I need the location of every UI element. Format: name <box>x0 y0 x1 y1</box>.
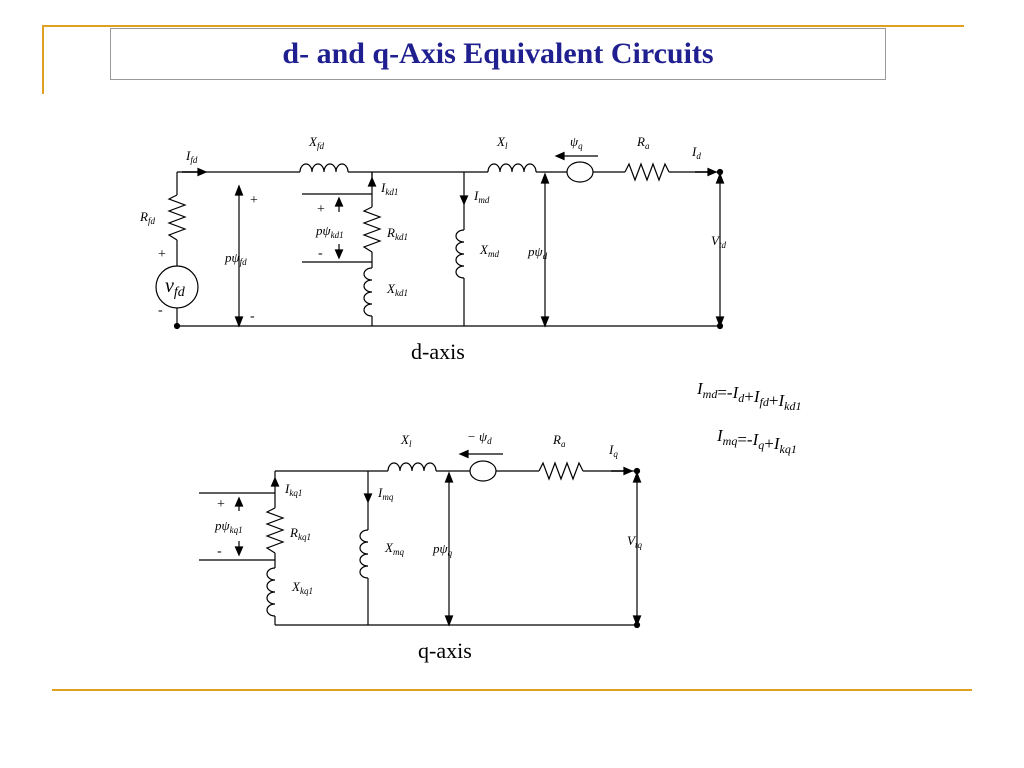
d-xl-inductor <box>487 163 537 173</box>
d-axis-caption: d-axis <box>411 339 465 364</box>
d-label-ifd: Ifd <box>185 148 198 165</box>
q-ppsikq1-arrow-head-up <box>234 496 244 507</box>
q-label-ppsikq1: pψkq1 <box>214 518 243 535</box>
d-axis-labels: Ifd Xfd Xl ψq Ra Id Rfd + - vfd + - pψfd… <box>139 134 726 364</box>
q-iq-arrow-head <box>623 466 634 476</box>
q-sign-minus-ppsikq1: - <box>217 544 222 559</box>
d-sign-minus-ppsikd1: - <box>318 246 323 261</box>
q-axis-labels: Xl − ψd Ra Iq Ikq1 + - pψkq1 Rkq1 Xkq1 I… <box>214 429 642 663</box>
q-label-ikq1: Ikq1 <box>284 481 302 498</box>
d-xkd1-inductor <box>363 267 373 317</box>
d-label-ppsifd: pψfd <box>224 250 247 267</box>
d-xmd-inductor <box>455 229 465 279</box>
q-label-xkq1: Xkq1 <box>291 579 313 596</box>
d-sign-minus-vfd: - <box>158 303 163 318</box>
d-id-arrow-head <box>707 167 718 177</box>
d-vtd-arrow-head-down <box>715 316 725 328</box>
d-ppsifd-arrow-head-down <box>234 316 244 328</box>
q-imq-arrow-head <box>363 493 373 504</box>
q-label-xl: Xl <box>400 432 412 449</box>
q-rkq1-resistor <box>265 507 285 554</box>
q-ra-resistor <box>538 461 584 481</box>
q-vtq-arrow-head-down <box>632 615 642 627</box>
d-psi-q-source <box>566 161 594 183</box>
q-axis-caption: q-axis <box>418 638 472 663</box>
d-rkd1-resistor <box>362 206 382 253</box>
d-ppsikd1-arrow-head-down <box>334 249 344 260</box>
d-imd-arrow-head <box>459 195 469 206</box>
q-ppsiq-arrow-head-up <box>444 471 454 483</box>
top-accent-rule <box>42 25 964 27</box>
d-label-rfd: Rfd <box>139 209 155 226</box>
d-axis-circuit <box>155 151 725 330</box>
d-psiq-arrow-head <box>554 151 565 161</box>
q-neg-psi-d-source <box>469 460 497 482</box>
d-sign-minus-ppsifd: - <box>250 309 255 324</box>
d-rfd-resistor <box>167 194 187 241</box>
q-xl-inductor <box>387 462 437 472</box>
d-label-imd: Imd <box>473 188 490 205</box>
q-label-xmq: Xmq <box>384 540 404 557</box>
d-label-ppsikd1: pψkd1 <box>315 223 344 240</box>
d-ikd1-arrow-head <box>367 176 377 187</box>
d-sign-plus-ppsifd: + <box>250 193 258 208</box>
left-accent-bar <box>42 26 44 94</box>
d-ppsid-arrow-head-up <box>540 172 550 184</box>
q-axis-circuit <box>199 449 642 629</box>
equation-imd: Imd=-Id+Ifd+Ikd1 <box>696 379 801 413</box>
d-label-vfd: vfd <box>165 275 186 300</box>
page-title: d- and q-Axis Equivalent Circuits <box>282 37 714 70</box>
d-label-rkd1: Rkd1 <box>386 225 408 242</box>
q-label-neg-psid: − ψd <box>467 429 492 446</box>
d-sign-plus-ppsikd1: + <box>317 202 325 217</box>
q-label-ppsiq: pψq <box>432 541 453 558</box>
q-label-rkq1: Rkq1 <box>289 525 311 542</box>
d-xfd-inductor <box>299 163 349 173</box>
d-label-psiq: ψq <box>570 134 583 151</box>
d-label-id: Id <box>691 144 701 161</box>
q-label-vtq: Vtq <box>627 533 642 550</box>
d-ifd-arrow-head <box>197 167 208 177</box>
d-label-xkd1: Xkd1 <box>386 281 408 298</box>
d-ppsid-arrow-head-down <box>540 316 550 328</box>
bottom-accent-rule <box>52 689 972 691</box>
q-xkq1-inductor <box>266 567 276 617</box>
q-neg-psid-arrow-head <box>458 449 469 459</box>
q-label-iq: Iq <box>608 442 618 459</box>
equations: Imd=-Id+Ifd+Ikd1 Imq=-Iq+Ikq1 <box>696 379 801 456</box>
q-label-imq: Imq <box>377 485 394 502</box>
title-box: d- and q-Axis Equivalent Circuits <box>110 28 886 80</box>
d-label-ra: Ra <box>636 134 650 151</box>
q-xmq-inductor <box>359 529 369 579</box>
q-label-ra: Ra <box>552 432 566 449</box>
q-ppsikq1-arrow-head-down <box>234 546 244 557</box>
q-ikq1-arrow-head <box>270 476 280 487</box>
d-label-xl: Xl <box>496 134 508 151</box>
d-label-vtd: Vtd <box>711 233 726 250</box>
q-ppsiq-arrow-head-down <box>444 615 454 627</box>
d-label-xmd: Xmd <box>479 242 499 259</box>
d-label-xfd: Xfd <box>308 134 324 151</box>
d-label-ppsid: pψd <box>527 244 548 261</box>
d-ra-resistor <box>624 162 670 182</box>
q-sign-plus-ppsikq1: + <box>217 497 225 512</box>
d-sign-plus-vfd: + <box>158 247 166 262</box>
equation-imq: Imq=-Iq+Ikq1 <box>716 426 797 456</box>
d-label-ikd1: Ikd1 <box>380 180 398 197</box>
d-ppsifd-arrow-head-up <box>234 184 244 196</box>
d-vtd-arrow-head-up <box>715 172 725 184</box>
d-ppsikd1-arrow-head-up <box>334 196 344 207</box>
q-vtq-arrow-head-up <box>632 471 642 483</box>
